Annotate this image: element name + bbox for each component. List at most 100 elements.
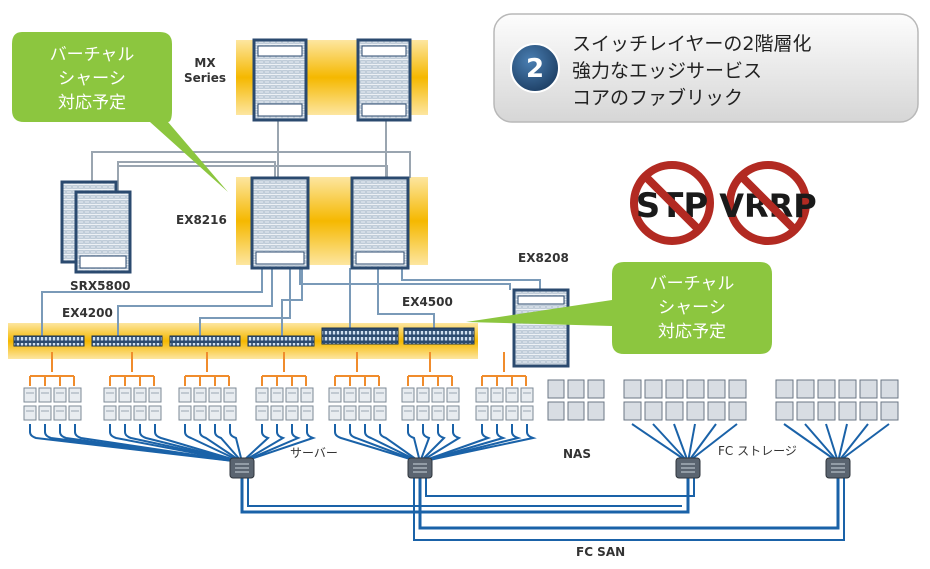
san-cable bbox=[825, 423, 839, 463]
storage-disk bbox=[775, 401, 794, 421]
san-cable bbox=[214, 424, 243, 463]
server-unit bbox=[373, 387, 387, 403]
san-cable bbox=[74, 424, 243, 463]
san-cable bbox=[59, 424, 243, 463]
servers-label: サーバー bbox=[290, 446, 338, 460]
callout-right-line-1: バーチャル bbox=[650, 274, 735, 294]
server-unit bbox=[373, 405, 387, 421]
san-fabric-c bbox=[425, 476, 695, 497]
server-unit bbox=[475, 387, 489, 403]
server-unit bbox=[505, 387, 519, 403]
server-unit bbox=[23, 405, 37, 421]
server-unit bbox=[520, 387, 534, 403]
san-cable bbox=[419, 424, 462, 463]
san-cable bbox=[687, 423, 717, 463]
storage-arrays bbox=[547, 379, 899, 421]
storage-disk bbox=[880, 401, 899, 421]
server-unit bbox=[401, 405, 415, 421]
mx-series-label: MX bbox=[194, 56, 216, 70]
storage-disk bbox=[707, 401, 726, 421]
storage-disk bbox=[859, 401, 878, 421]
san-cable bbox=[241, 424, 270, 463]
storage-disk bbox=[686, 379, 705, 399]
server-unit bbox=[148, 405, 162, 421]
server-unit bbox=[300, 405, 314, 421]
mx-router-2 bbox=[356, 38, 412, 122]
nas-disk bbox=[587, 379, 605, 399]
server-unit bbox=[68, 405, 82, 421]
server-unit bbox=[38, 405, 52, 421]
nas-disk bbox=[567, 401, 585, 421]
san-cable bbox=[631, 423, 689, 463]
san-cable bbox=[837, 423, 869, 463]
callout-right-line-3: 対応予定 bbox=[658, 322, 726, 342]
srx5800-firewall bbox=[60, 180, 132, 274]
access-cable bbox=[109, 352, 155, 386]
san-cable bbox=[687, 423, 696, 463]
srx5800-label: SRX5800 bbox=[70, 279, 131, 293]
server-unit bbox=[416, 387, 430, 403]
san-cable bbox=[184, 424, 243, 463]
server-unit bbox=[178, 387, 192, 403]
server-unit bbox=[270, 405, 284, 421]
storage-disk bbox=[775, 379, 794, 399]
server-unit bbox=[68, 387, 82, 403]
server-unit bbox=[133, 405, 147, 421]
storage-disk bbox=[665, 379, 684, 399]
storage-disk bbox=[686, 401, 705, 421]
san-cable bbox=[407, 424, 421, 463]
san-cable bbox=[419, 424, 507, 463]
server-unit bbox=[118, 405, 132, 421]
callout-top-left-line-2: シャーシ bbox=[58, 69, 126, 89]
server-unit bbox=[208, 387, 222, 403]
san-cable bbox=[419, 424, 431, 463]
info-box: 2 スイッチレイヤーの2階層化 強力なエッジサービス コアのファブリック bbox=[493, 13, 919, 123]
server-unit bbox=[328, 387, 342, 403]
ex8216-switch-2 bbox=[350, 176, 410, 270]
info-line-3: コアのファブリック bbox=[572, 86, 743, 109]
storage-disk bbox=[838, 401, 857, 421]
server-unit bbox=[223, 387, 237, 403]
san-fabric-b bbox=[418, 476, 840, 530]
server-unit bbox=[446, 405, 460, 421]
callout-top-left-line-3: 対応予定 bbox=[58, 93, 126, 113]
callout-right: バーチャル シャーシ 対応予定 bbox=[466, 262, 772, 354]
san-cable bbox=[837, 423, 890, 463]
san-cable bbox=[44, 424, 243, 463]
no-stp-sign: STP bbox=[630, 161, 714, 245]
server-unit bbox=[38, 387, 52, 403]
server-group bbox=[23, 352, 82, 421]
san-cable bbox=[139, 424, 243, 463]
server-unit bbox=[358, 405, 372, 421]
fc-switch-ports bbox=[235, 463, 249, 473]
server-unit bbox=[193, 405, 207, 421]
nas-disk bbox=[547, 401, 565, 421]
server-unit bbox=[431, 387, 445, 403]
server-unit bbox=[358, 387, 372, 403]
storage-disk bbox=[859, 379, 878, 399]
storage-disk bbox=[817, 379, 836, 399]
ex4200-label: EX4200 bbox=[62, 306, 113, 320]
fc-san-label: FC SAN bbox=[576, 545, 625, 559]
fc-storage-array bbox=[623, 379, 747, 421]
san-cable bbox=[241, 424, 301, 463]
server-unit bbox=[431, 405, 445, 421]
storage-disk bbox=[623, 379, 642, 399]
server-unit bbox=[193, 387, 207, 403]
san-cable bbox=[364, 424, 421, 463]
san-cable bbox=[419, 424, 446, 463]
storage-disk bbox=[796, 379, 815, 399]
no-vrrp-sign: VRRP bbox=[719, 161, 817, 245]
server-unit bbox=[505, 405, 519, 421]
server-unit bbox=[285, 405, 299, 421]
access-cable bbox=[29, 352, 75, 386]
san-cable bbox=[783, 423, 839, 463]
san-cable bbox=[687, 423, 738, 463]
san-cable bbox=[109, 424, 243, 463]
fc-switch-ports bbox=[831, 463, 845, 473]
server-unit bbox=[53, 387, 67, 403]
server-unit bbox=[53, 405, 67, 421]
server-groups bbox=[23, 352, 534, 421]
server-unit bbox=[133, 387, 147, 403]
storage-disk bbox=[728, 401, 747, 421]
